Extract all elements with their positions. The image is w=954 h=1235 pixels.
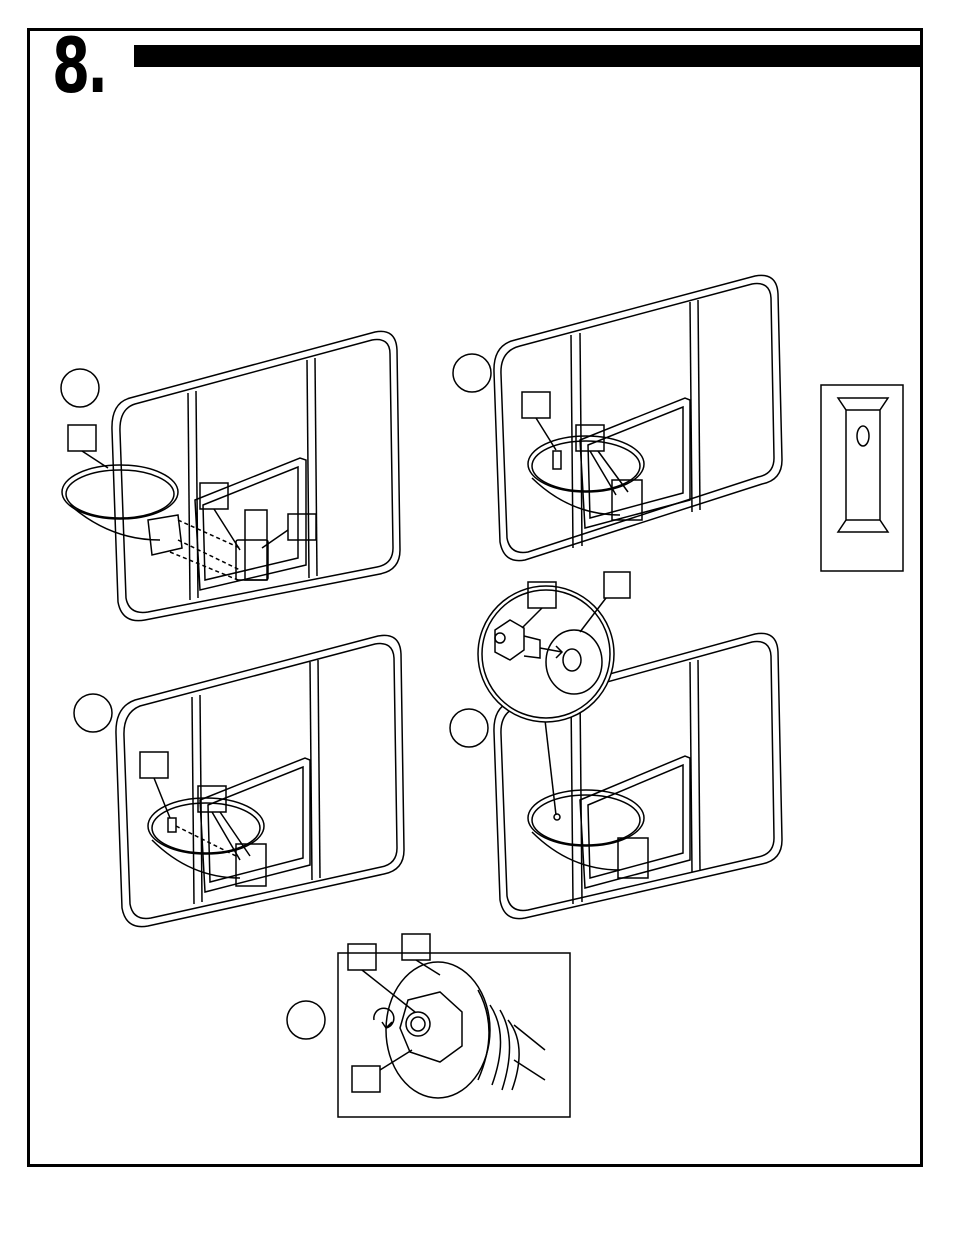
hardware-bracket <box>821 385 903 571</box>
figure-d-rim <box>528 790 648 878</box>
figure-e-label-box-3 <box>352 1066 380 1092</box>
figure-e-label-box-2 <box>402 934 430 960</box>
figure-e-label-box-1 <box>348 944 376 970</box>
figure-d-circle-callout <box>450 709 488 747</box>
figure-d-label-box-2 <box>604 572 630 598</box>
figure-d-detail-magnifier <box>478 586 614 815</box>
figure-e-circle-callout <box>287 1001 325 1039</box>
figure-b-circle-callout <box>453 354 491 392</box>
figure-b-label-box-1 <box>522 392 550 418</box>
figure-c-circle-callout <box>74 694 112 732</box>
figure-c-label-box-1 <box>140 752 168 778</box>
figure-a-circle-callout <box>61 369 99 407</box>
figure-a-label-box-3 <box>288 514 316 540</box>
figure-c-backboard <box>116 635 404 926</box>
figure-a-label-box-1 <box>68 425 96 451</box>
